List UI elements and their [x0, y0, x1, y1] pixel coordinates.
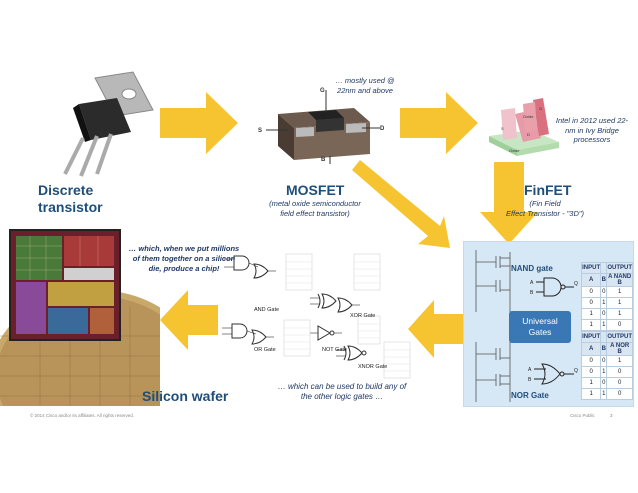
finfet-image: Oxide Oxide G S D	[485, 90, 565, 160]
mosfet-terminal-b: B	[321, 157, 326, 163]
logic-gates-caption: … which can be used to build any of the …	[277, 382, 407, 401]
finfet-label-oxide2: Oxide	[509, 148, 520, 153]
nand-gate-label: NAND gate	[511, 264, 553, 273]
table-cell: 0	[606, 377, 633, 389]
nor-sub-a: A	[580, 342, 602, 356]
table-cell: 1	[606, 286, 633, 298]
table-cell: 1	[580, 319, 602, 331]
nor-header-input: INPUT	[580, 331, 602, 343]
xor-gate-label: XOR Gate	[350, 313, 376, 319]
arrow-finfet-down	[480, 162, 538, 244]
finfet-title: FinFET	[524, 182, 572, 198]
mosfet-title: MOSFET	[286, 182, 345, 198]
discrete-transistor-title: Discrete transistor	[38, 182, 103, 215]
footer-brand: Cisco Public	[570, 413, 595, 418]
table-cell: 0	[580, 297, 602, 309]
nand-header-output: OUTPUT	[606, 262, 633, 274]
finfet-label-d: D	[527, 132, 530, 137]
arrow-mosfet-to-finfet	[400, 92, 480, 154]
nand-pin-b: B	[530, 290, 534, 296]
table-cell: 1	[580, 388, 602, 400]
table-cell: 1	[606, 308, 633, 320]
nor-pin-b: B	[528, 377, 532, 383]
nor-pin-a: A	[528, 367, 532, 373]
footer-page-number: 3	[610, 413, 613, 418]
xnor-gate-label: XNOR Gate	[358, 364, 388, 370]
table-cell: 1	[600, 319, 608, 331]
footer-copyright: © 2014 Cisco and/or its affiliates. All …	[30, 413, 135, 418]
table-cell: 0	[606, 319, 633, 331]
table-cell: 0	[580, 366, 602, 378]
nand-sub-a: A	[580, 273, 602, 287]
nor-gate-label: NOR Gate	[511, 391, 549, 400]
mosfet-subtitle: (metal oxide semiconductor field effect …	[269, 199, 361, 218]
finfet-label-oxide: Oxide	[523, 114, 534, 119]
table-cell: 0	[580, 355, 602, 367]
mosfet-note: … mostly used @ 22nm and above	[335, 76, 395, 95]
table-cell: 1	[580, 377, 602, 389]
nand-sub-out: A NAND B	[606, 273, 633, 287]
arrow-discrete-to-mosfet	[160, 92, 240, 154]
logic-gates-diagram: AND Gate OR Gate XOR Gate NOT Gate XNOR …	[214, 250, 414, 380]
mosfet-terminal-d: D	[380, 126, 385, 132]
nor-pin-q: Q	[574, 368, 578, 374]
silicon-wafer-title: Silicon wafer	[142, 388, 229, 404]
nand-header-input: INPUT	[580, 262, 602, 274]
discrete-transistor-image	[55, 70, 155, 180]
table-cell: 0	[580, 286, 602, 298]
silicon-wafer-image	[0, 226, 160, 406]
universal-gates-box: Universal Gates	[509, 311, 571, 343]
table-cell: 0	[606, 388, 633, 400]
nand-pin-a: A	[530, 280, 534, 286]
finfet-label-g: G	[539, 106, 542, 111]
arrow-universal-to-logic	[408, 300, 464, 358]
mosfet-terminal-g: G	[320, 88, 325, 94]
table-cell: 1	[606, 355, 633, 367]
not-gate-label: NOT Gate	[322, 347, 347, 353]
finfet-note: Intel in 2012 used 22- nm in Ivy Bridge …	[555, 116, 629, 144]
table-cell: 1	[606, 297, 633, 309]
nor-sub-out: A NOR B	[606, 342, 633, 356]
wafer-note: … which, when we put millions of them to…	[128, 244, 240, 273]
arrow-logic-to-wafer	[160, 290, 218, 350]
or-gate-label: OR Gate	[254, 347, 276, 353]
and-gate-label: AND Gate	[254, 307, 280, 313]
table-cell: 1	[600, 388, 608, 400]
nand-pin-q: Q	[574, 281, 578, 287]
universal-gates-panel: A B Q A B Q NAND gate NOR Gate Universal…	[463, 241, 634, 407]
mosfet-terminal-s: S	[258, 128, 262, 134]
table-cell: 0	[606, 366, 633, 378]
nor-header-output: OUTPUT	[606, 331, 633, 343]
finfet-label-s: S	[501, 126, 504, 131]
finfet-subtitle: (Fin Field Effect Transistor - "3D")	[505, 199, 585, 218]
table-cell: 1	[580, 308, 602, 320]
arrow-mosfet-diagonal	[352, 160, 452, 250]
mosfet-image: G S D	[258, 86, 388, 166]
